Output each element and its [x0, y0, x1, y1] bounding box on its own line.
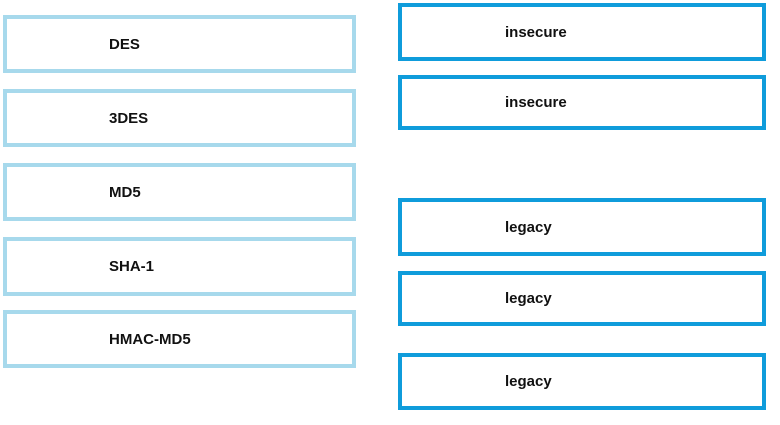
- drag-item-label: 3DES: [109, 109, 149, 127]
- drop-target-legacy-2[interactable]: legacy: [398, 271, 766, 326]
- drop-target-legacy-1[interactable]: legacy: [398, 198, 766, 256]
- drag-item-des[interactable]: DES: [3, 15, 356, 73]
- drag-item-label: DES: [109, 35, 140, 53]
- drag-item-label: SHA-1: [109, 258, 155, 275]
- drop-target-label: insecure: [505, 23, 567, 41]
- drag-item-md5[interactable]: MD5: [3, 163, 356, 221]
- drop-target-label: legacy: [505, 290, 552, 307]
- drop-target-label: legacy: [505, 218, 552, 236]
- drag-item-3des[interactable]: 3DES: [3, 89, 356, 147]
- drop-target-insecure-1[interactable]: insecure: [398, 3, 766, 61]
- drop-target-label: legacy: [505, 373, 552, 390]
- drag-item-label: MD5: [109, 183, 141, 201]
- drag-item-hmac-md5[interactable]: HMAC-MD5: [3, 310, 356, 368]
- drag-item-label: HMAC-MD5: [109, 330, 191, 348]
- drop-target-legacy-3[interactable]: legacy: [398, 353, 766, 410]
- drag-item-sha1[interactable]: SHA-1: [3, 237, 356, 296]
- drop-target-insecure-2[interactable]: insecure: [398, 75, 766, 130]
- drop-target-label: insecure: [505, 94, 567, 111]
